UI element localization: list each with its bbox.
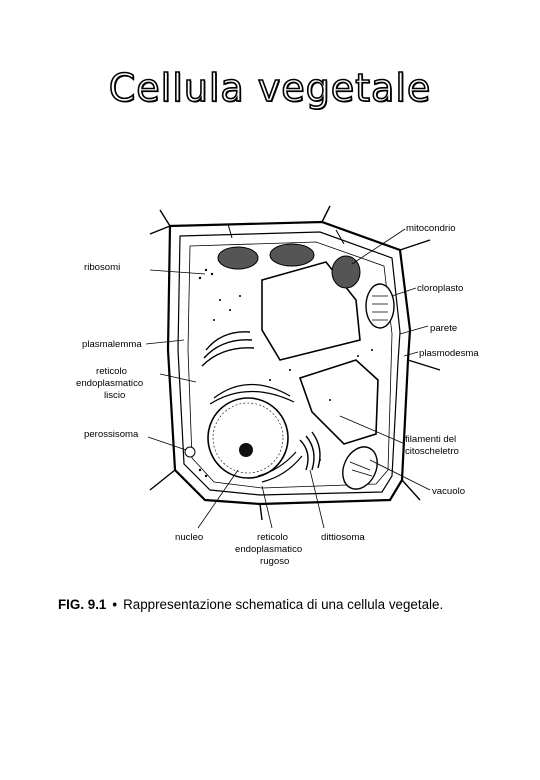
figure-caption: FIG. 9.1 • Rappresentazione schematica di … (58, 597, 528, 612)
label-filamenti-1: filamenti del (405, 434, 456, 445)
caption-bullet: • (112, 597, 118, 612)
perossisoma (184, 446, 196, 458)
page-title: Cellula vegetale (108, 65, 432, 111)
label-reticolo-rugoso-1: reticolo (257, 532, 288, 543)
label-perossisoma: perossisoma (84, 429, 139, 440)
dittiosoma (299, 431, 321, 471)
figure-number: FIG. 9.1 (58, 597, 107, 612)
label-mitocondrio: mitocondrio (406, 223, 456, 234)
label-reticolo-rugoso-3: rugoso (260, 556, 289, 567)
label-cloroplasto: cloroplasto (417, 283, 463, 294)
caption-text: Rappresentazione schematica di una cellu… (123, 597, 444, 612)
label-reticolo-liscio-2: endoplasmatico (76, 378, 143, 389)
cloroplasto (342, 283, 395, 490)
nucleolus (239, 443, 253, 457)
vacuolo (298, 359, 379, 445)
reticolo-liscio (201, 331, 255, 367)
label-reticolo-liscio-3: liscio (104, 390, 125, 401)
label-ribosomi: ribosomi (84, 262, 120, 273)
cell-wall (149, 205, 441, 521)
nucleo (207, 397, 289, 479)
vacuolo (261, 261, 361, 361)
leader-lines (145, 228, 431, 529)
label-plasmodesma: plasmodesma (419, 348, 479, 359)
ribosomi (198, 268, 373, 478)
mitocondrio (217, 243, 361, 289)
label-vacuolo: vacuolo (432, 486, 465, 497)
label-reticolo-liscio-1: reticolo (96, 366, 127, 377)
reticolo-rugoso (209, 383, 303, 483)
label-filamenti-2: citoscheletro (405, 446, 459, 457)
label-dittiosoma: dittiosoma (321, 532, 365, 543)
label-plasmalemma: plasmalemma (82, 339, 142, 350)
label-nucleo: nucleo (175, 532, 203, 543)
label-reticolo-rugoso-2: endoplasmatico (235, 544, 302, 555)
label-parete: parete (430, 323, 457, 334)
